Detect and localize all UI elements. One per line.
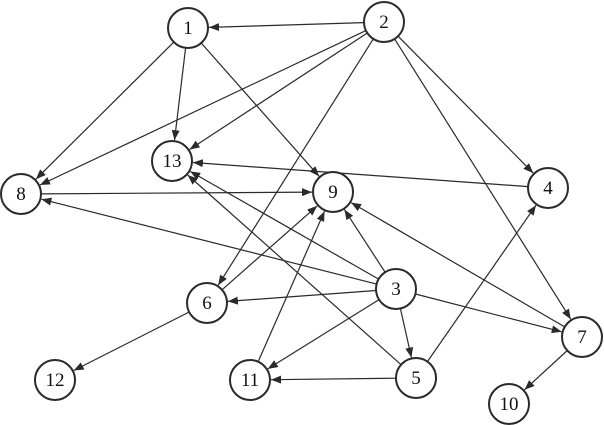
edge-3-to-8: [41, 197, 377, 285]
node-10: 10: [488, 383, 530, 425]
edge-2-to-6: [217, 38, 374, 286]
node-label: 7: [577, 327, 587, 348]
edge-3-to-9: [343, 209, 386, 273]
node-7: 7: [561, 316, 603, 358]
edge-3-to-11: [267, 299, 380, 370]
node-1: 1: [167, 7, 209, 49]
edge-1-to-13: [171, 47, 187, 141]
node-8: 8: [0, 173, 42, 215]
node-label: 5: [411, 368, 421, 389]
node-5: 5: [395, 357, 437, 399]
node-label: 4: [543, 178, 553, 199]
node-circle: [375, 268, 417, 310]
node-label: 6: [202, 293, 212, 314]
edge-1-to-8: [35, 41, 175, 180]
edge-5-to-13: [187, 174, 402, 366]
edge-4-to-13: [192, 159, 529, 188]
edge-1-to-9: [200, 42, 320, 177]
edge-11-to-9: [257, 210, 326, 362]
node-label: 2: [379, 12, 389, 33]
node-label: 12: [46, 370, 65, 391]
node-circle: [0, 173, 42, 215]
node-circle: [561, 316, 603, 358]
node-label: 8: [16, 184, 26, 205]
node-label: 13: [163, 151, 182, 172]
node-circle: [395, 357, 437, 399]
node-2: 2: [363, 1, 405, 43]
edge-2-to-7: [394, 38, 572, 320]
edge-2-to-8: [39, 30, 367, 186]
node-label: 10: [500, 394, 519, 415]
node-circle: [312, 171, 354, 213]
node-label: 3: [391, 279, 401, 300]
edge-3-to-7: [415, 293, 562, 334]
node-label: 1: [183, 18, 193, 39]
edge-3-to-13: [189, 170, 379, 280]
node-circle: [363, 1, 405, 43]
node-circle: [527, 167, 569, 209]
node-label: 11: [241, 370, 259, 391]
node-11: 11: [229, 359, 271, 401]
node-9: 9: [312, 171, 354, 213]
node-circle: [34, 359, 76, 401]
node-circle: [488, 383, 530, 425]
node-circle: [167, 7, 209, 49]
edge-6-to-12: [73, 311, 190, 372]
edge-3-to-5: [399, 308, 414, 358]
edge-5-to-4: [426, 204, 537, 362]
edge-5-to-11: [270, 375, 397, 384]
edge-layer: [35, 22, 572, 391]
node-circle: [151, 140, 193, 182]
edge-8-to-9: [40, 188, 313, 197]
node-circle: [186, 282, 228, 324]
node-circle: [229, 359, 271, 401]
edge-2-to-4: [397, 35, 534, 174]
node-13: 13: [151, 140, 193, 182]
edge-3-to-6: [227, 289, 377, 305]
node-12: 12: [34, 359, 76, 401]
edge-7-to-9: [350, 202, 566, 328]
node-label: 9: [328, 182, 338, 203]
edge-2-to-1: [208, 22, 365, 32]
edge-2-to-13: [189, 32, 368, 151]
node-6: 6: [186, 282, 228, 324]
node-4: 4: [527, 167, 569, 209]
edge-7-to-10: [524, 350, 568, 391]
node-3: 3: [375, 268, 417, 310]
